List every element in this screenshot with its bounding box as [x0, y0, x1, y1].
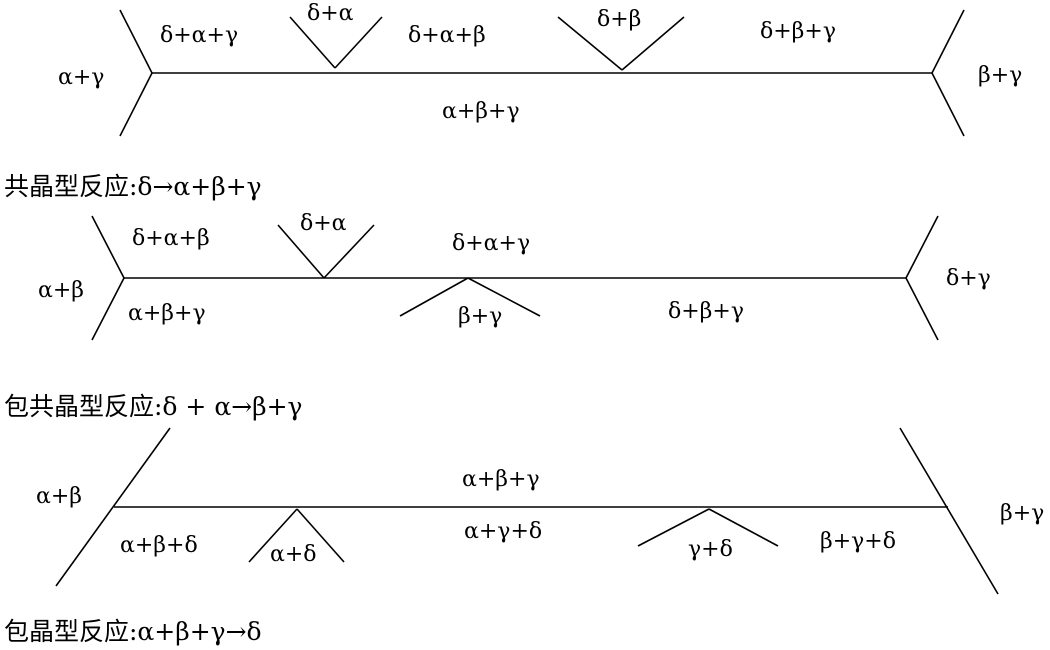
phase-label: β+γ: [978, 63, 1022, 88]
phase-label: δ+α+γ: [160, 23, 238, 48]
phase-label: δ+α: [300, 211, 347, 236]
right-boundary: [899, 427, 999, 595]
left-lower-boundary: [119, 72, 153, 137]
right-upper-boundary: [905, 215, 939, 279]
tent2-left-arm: [637, 508, 710, 547]
phase-label: α+β: [36, 484, 82, 509]
phase-label: δ+α: [307, 1, 354, 26]
phase-label: α+β: [38, 278, 84, 303]
phase-label: δ+α+β: [408, 23, 486, 48]
phase-label: α+γ: [58, 65, 104, 90]
phase-label: δ+β: [597, 7, 641, 32]
v2-right-arm: [621, 16, 685, 71]
tent1-left-arm: [248, 508, 298, 563]
v1-right-arm: [334, 16, 383, 69]
right-upper-boundary: [931, 9, 965, 74]
phase-label: α+β+γ: [462, 467, 540, 492]
eutectic-diagram: α+γ δ+α+γ δ+α δ+α+β δ+β δ+β+γ β+γ α+β+γ: [58, 1, 1022, 137]
left-upper-boundary: [119, 9, 153, 74]
left-upper-boundary: [91, 215, 125, 279]
phase-label: α+β+γ: [128, 301, 206, 326]
v-left-arm: [277, 224, 325, 279]
phase-label: γ+δ: [688, 537, 733, 562]
phase-label: δ+β+γ: [760, 19, 836, 44]
v2-left-arm: [557, 16, 623, 71]
peritectic-caption: 包晶型反应:α+β+γ→δ: [4, 617, 262, 646]
v-right-arm: [323, 224, 375, 279]
phase-label: β+γ+δ: [820, 529, 896, 554]
peritectic-eutectic-caption: 包共晶型反应:δ + α→β+γ: [4, 392, 303, 421]
right-lower-boundary: [905, 277, 939, 341]
phase-label: β+γ: [458, 304, 502, 329]
peritectic-diagram: α+β α+β+γ β+γ α+β+δ α+δ α+γ+δ γ+δ β+γ+δ: [36, 427, 1044, 595]
tent2-right-arm: [708, 508, 779, 547]
phase-label: δ+γ: [946, 266, 991, 291]
peritectic-eutectic-diagram: α+β δ+α+β δ+α δ+α+γ δ+γ α+β+γ β+γ δ+β+γ: [38, 211, 991, 341]
tent-right-arm: [467, 277, 541, 317]
phase-label: α+β+δ: [120, 533, 198, 558]
phase-label: δ+β+γ: [668, 299, 744, 324]
left-boundary: [55, 427, 171, 587]
phase-label: δ+α+γ: [452, 231, 530, 256]
phase-label: α+γ+δ: [464, 519, 542, 544]
eutectic-caption: 共晶型反应:δ→α+β+γ: [4, 172, 262, 201]
phase-label: α+δ: [270, 542, 317, 567]
phase-label: β+γ: [1000, 501, 1044, 526]
v1-left-arm: [289, 16, 336, 69]
tent1-right-arm: [296, 508, 345, 563]
left-lower-boundary: [91, 277, 125, 341]
phase-label: α+β+γ: [442, 99, 520, 124]
tent-left-arm: [399, 277, 469, 317]
right-lower-boundary: [931, 72, 965, 137]
phase-label: δ+α+β: [132, 226, 210, 251]
